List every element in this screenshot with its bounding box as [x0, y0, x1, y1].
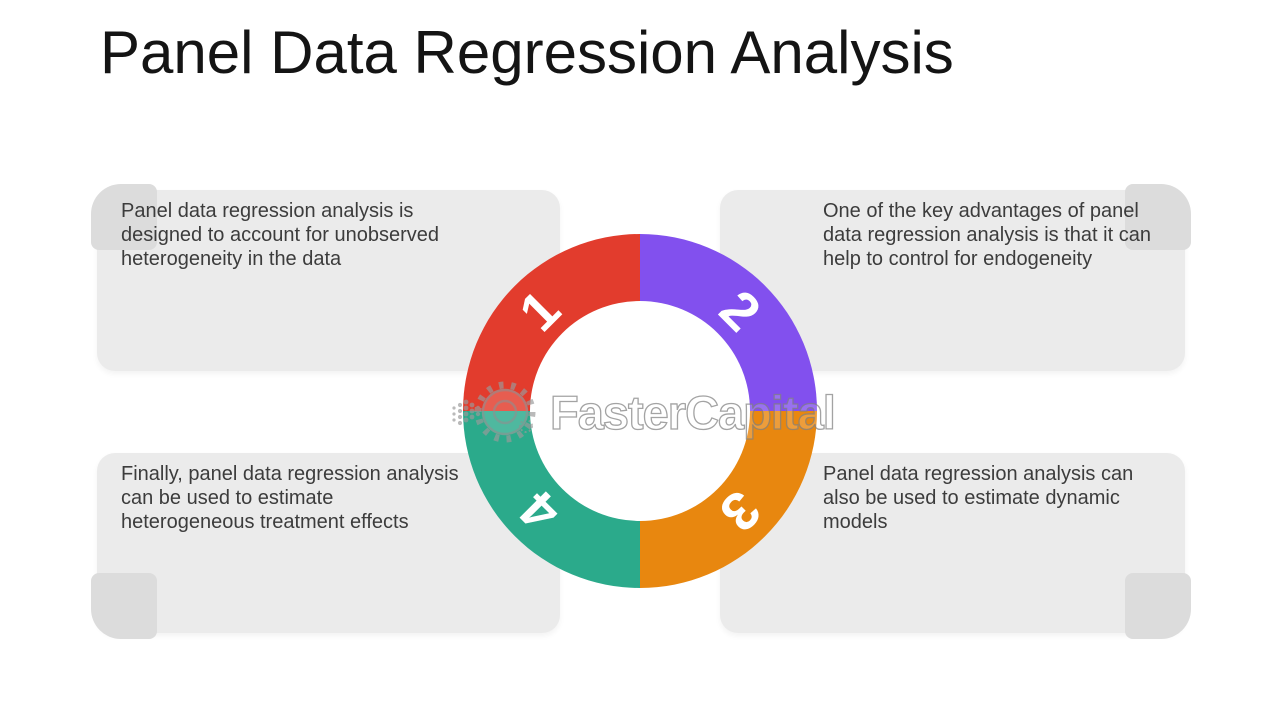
- cycle-diagram: 1 2 3 4: [463, 234, 817, 588]
- donut-hole: [530, 301, 750, 521]
- info-card-3-text: Panel data regression analysis can also …: [823, 463, 1134, 533]
- info-card-4-text: Finally, panel data regression analysis …: [121, 463, 459, 533]
- info-card-2-text: One of the key advantages of panel data …: [823, 200, 1151, 270]
- page-title: Panel Data Regression Analysis: [100, 19, 954, 86]
- info-card-1: Panel data regression analysis is design…: [91, 184, 560, 371]
- info-card-3: Panel data regression analysis can also …: [720, 453, 1191, 639]
- info-card-1-text: Panel data regression analysis is design…: [121, 200, 439, 270]
- info-card-4: Finally, panel data regression analysis …: [91, 453, 560, 639]
